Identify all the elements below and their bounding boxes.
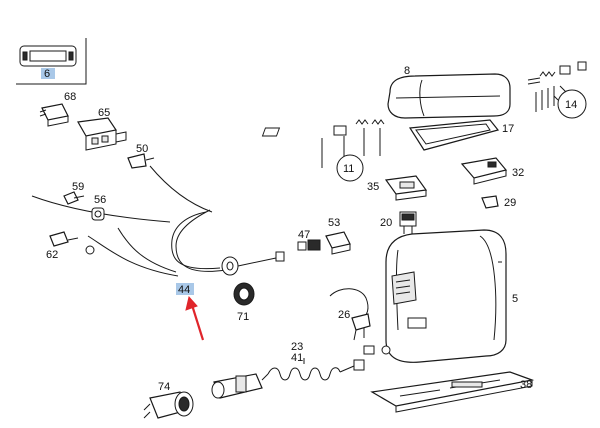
part-26-plug [329,288,391,355]
part-62-terminal [49,231,95,255]
label-29: 29 [504,197,516,209]
part-47-connector [297,239,321,251]
label-6: 6 [44,68,50,80]
part-23-41-coiled-cable [267,358,365,381]
label-59: 59 [72,181,84,193]
label-26: 26 [338,309,350,321]
part-17-gasket [408,119,500,151]
label-32: 32 [512,167,524,179]
part-14-springs [527,61,587,119]
label-56: 56 [94,194,106,206]
label-23: 23 [291,341,303,353]
label-8: 8 [404,65,410,77]
part-20-switch [399,211,417,234]
label-44-highlight [176,283,194,295]
label-20: 20 [380,217,392,229]
label-35: 35 [367,181,379,193]
part-38-base [370,371,535,413]
part-29-clip [481,195,499,209]
label-71: 71 [237,311,249,323]
label-41: 41 [291,352,303,364]
label-65: 65 [98,107,110,119]
label-47: 47 [298,229,310,241]
inset-label-highlight [41,68,55,79]
part-8-cover [387,73,511,119]
part-53-holder [325,231,351,255]
label-68: 68 [64,91,76,103]
part-65-relay [77,117,127,151]
label-44: 44 [178,284,190,296]
part-32-bracket [460,157,508,185]
harness-grommet [221,256,239,276]
part-50-terminal [127,153,155,169]
part-71-grommet [233,282,255,306]
part-44-harness [31,165,285,277]
label-50: 50 [136,143,148,155]
part-74-socket [143,391,194,419]
label-11: 11 [343,163,354,175]
part-35-plate [384,175,428,201]
label-38: 38 [520,379,532,391]
part-68-connector [39,103,69,127]
part-56-sleeve [91,207,105,221]
part-59-terminal [63,191,85,205]
label-5: 5 [512,293,518,305]
label-17: 17 [502,123,514,135]
lighter-plug [211,373,269,399]
red-arrow-icon [185,295,205,341]
label-62: 62 [46,249,58,261]
part-5-housing [385,229,507,363]
label-53: 53 [328,217,340,229]
inset-box: 6 [16,38,87,85]
label-74: 74 [158,381,170,393]
part-11-springs [261,119,385,182]
label-14: 14 [565,99,577,111]
